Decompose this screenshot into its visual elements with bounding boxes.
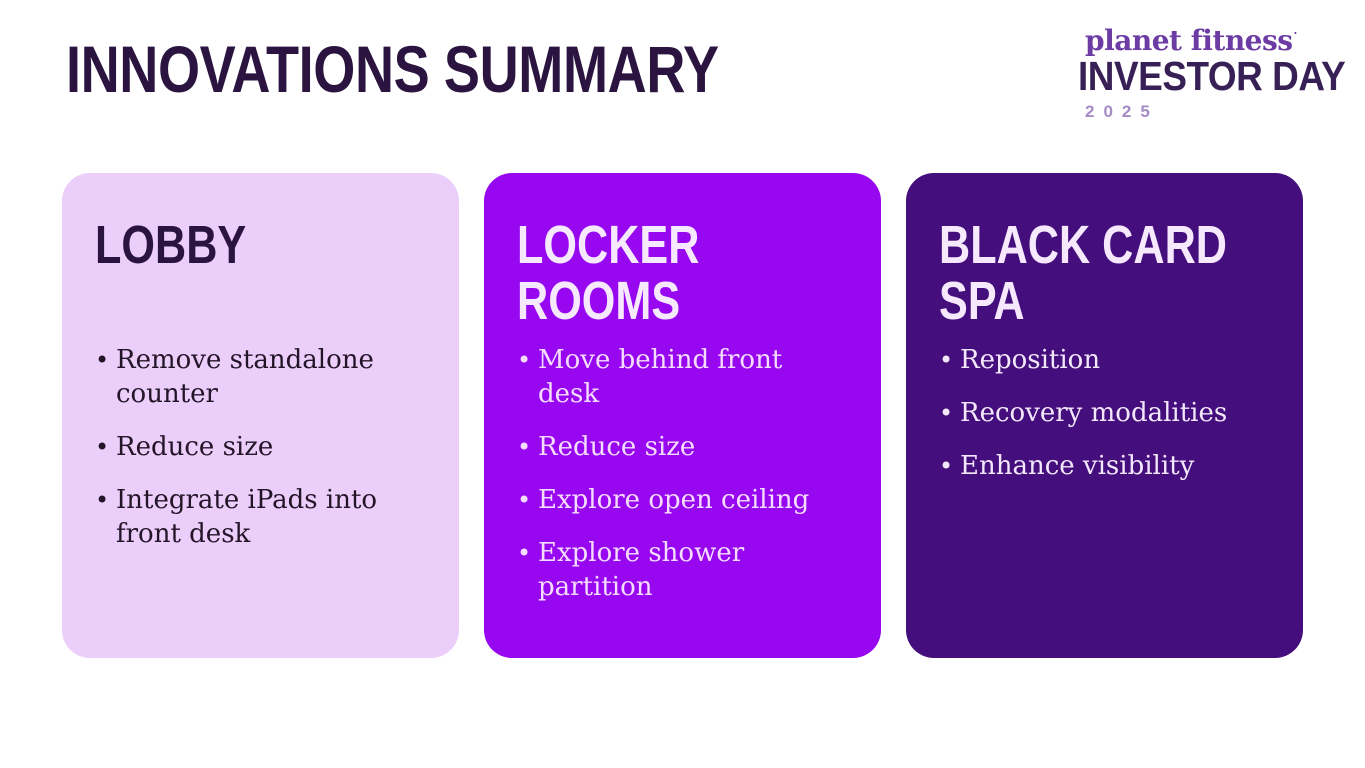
card-black-card-spa: BLACK CARD SPA Reposition Recovery modal… bbox=[906, 173, 1303, 658]
planet-fitness-logo: planet fitness· INVESTOR DAY 2025 bbox=[1078, 18, 1358, 122]
bullet-item: Reposition bbox=[939, 343, 1247, 377]
page-title: INNOVATIONS SUMMARY bbox=[66, 32, 719, 106]
bullet-item: Explore shower partition bbox=[517, 536, 825, 604]
bullet-item: Enhance visibility bbox=[939, 449, 1247, 483]
bullet-item: Reduce size bbox=[95, 430, 403, 464]
bullet-list: Reposition Recovery modalities Enhance v… bbox=[939, 343, 1247, 502]
card-title: LOBBY bbox=[95, 215, 247, 275]
card-title: LOCKER ROOMS bbox=[517, 215, 700, 331]
logo-brand-text: planet fitness· bbox=[1085, 18, 1358, 57]
registered-mark-icon: · bbox=[1293, 27, 1298, 40]
bullet-item: Remove standalone counter bbox=[95, 343, 403, 411]
bullet-item: Integrate iPads into front desk bbox=[95, 483, 403, 551]
card-locker-rooms: LOCKER ROOMS Move behind front desk Redu… bbox=[484, 173, 881, 658]
card-title: BLACK CARD SPA bbox=[939, 215, 1227, 331]
logo-event-title: INVESTOR DAY bbox=[1078, 53, 1346, 99]
card-lobby: LOBBY Remove standalone counter Reduce s… bbox=[62, 173, 459, 658]
logo-brand-name: planet fitness bbox=[1085, 24, 1293, 57]
cards-row: LOBBY Remove standalone counter Reduce s… bbox=[62, 173, 1303, 658]
logo-year: 2025 bbox=[1085, 102, 1159, 121]
bullet-list: Remove standalone counter Reduce size In… bbox=[95, 343, 403, 570]
bullet-item: Reduce size bbox=[517, 430, 825, 464]
bullet-item: Move behind front desk bbox=[517, 343, 825, 411]
bullet-item: Recovery modalities bbox=[939, 396, 1247, 430]
bullet-item: Explore open ceiling bbox=[517, 483, 825, 517]
bullet-list: Move behind front desk Reduce size Explo… bbox=[517, 343, 825, 623]
